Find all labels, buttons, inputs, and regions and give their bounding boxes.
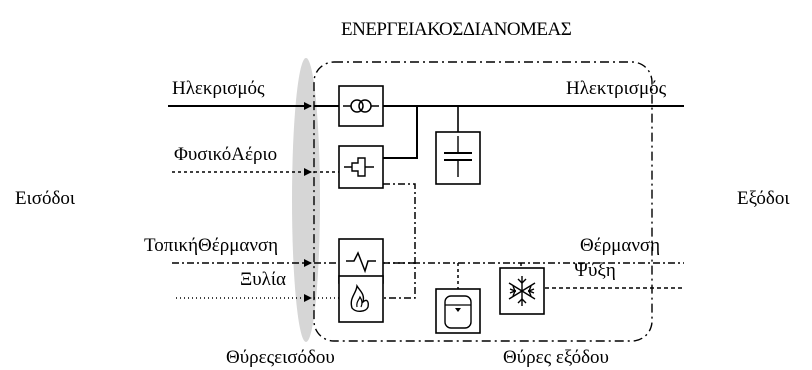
output-label-cooling: Ψύξη: [574, 260, 616, 281]
input-label-district-heat: ΤοπικήΘέρμανση: [144, 235, 279, 256]
diagram-title: ΕΝΕΡΓΕΙΑΚΟΣΔΙΑΝΟΜΕΑΣ: [341, 19, 572, 40]
inputs-label: Εισόδοι: [15, 188, 76, 209]
output-label-electricity: Ηλεκτρισμός: [566, 78, 667, 99]
output-label-heat: Θέρμανση: [580, 235, 661, 256]
input-ports-label: Θύρεςεισόδου: [226, 347, 335, 368]
output-ports-label: Θύρες εξόδου: [503, 347, 609, 368]
flame-icon: [338, 275, 384, 323]
input-label-wood: Ξυλία: [240, 269, 286, 290]
input-label-electricity: Ηλεκρισμός: [172, 78, 265, 99]
outputs-label: Εξόδοι: [737, 188, 790, 209]
input-port-band: [292, 58, 320, 342]
capacitor-icon: [435, 131, 481, 185]
hub-boundary: [313, 61, 653, 342]
gas-turbine-icon: [338, 145, 384, 189]
transformer-icon: [338, 85, 384, 127]
storage-tank-icon: [435, 288, 481, 334]
snowflake-icon: [499, 267, 545, 315]
input-label-gas: ΦυσικόΑέριο: [174, 144, 278, 165]
